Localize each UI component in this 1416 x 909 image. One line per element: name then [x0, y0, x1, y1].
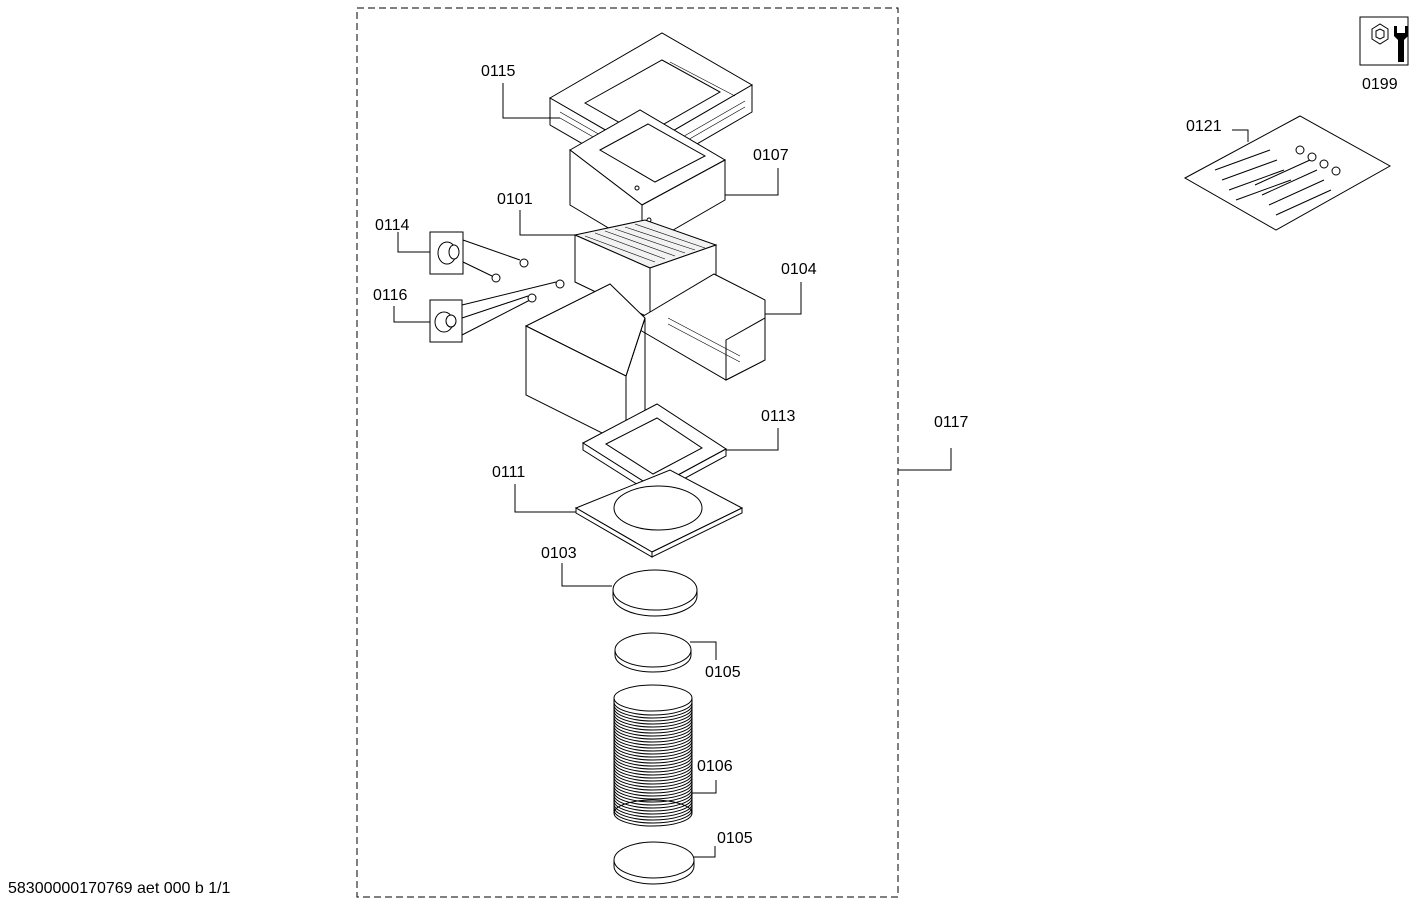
callout-0117[interactable]: 0117 — [934, 414, 969, 431]
callout-0121[interactable]: 0121 — [1186, 118, 1222, 135]
part-0114-connector[interactable] — [429, 231, 529, 283]
part-0111-base-plate[interactable] — [574, 469, 744, 558]
callout-0114[interactable]: 0114 — [375, 217, 410, 234]
part-0103-clamp-ring[interactable] — [612, 569, 698, 617]
part-0105-clip-ring-upper[interactable] — [614, 632, 692, 673]
leader-0115 — [502, 83, 560, 119]
duct-corrugation — [613, 734, 693, 749]
part-0101-filter-cartridge[interactable] — [573, 219, 718, 319]
callout-0116[interactable]: 0116 — [373, 287, 408, 304]
callout-0111[interactable]: 0111 — [492, 464, 525, 481]
duct-corrugation — [613, 701, 693, 716]
document-id: 58300000170769 aet 000 b 1/1 — [8, 880, 231, 897]
duct-corrugation — [613, 725, 693, 740]
duct-corrugation — [613, 779, 693, 794]
leader-0104 — [765, 282, 802, 315]
duct-corrugation — [613, 713, 693, 728]
duct-corrugation — [613, 803, 693, 818]
duct-corrugation — [613, 767, 693, 782]
duct-corrugation — [613, 710, 693, 725]
leader-0106 — [692, 780, 717, 794]
callout-0103[interactable]: 0103 — [541, 545, 577, 562]
duct-corrugation — [613, 749, 693, 764]
duct-corrugation — [613, 764, 693, 779]
part-0107-cover-upper[interactable] — [569, 109, 727, 249]
duct-corrugation — [613, 782, 693, 797]
duct-corrugation — [613, 776, 693, 791]
duct-corrugation — [613, 740, 693, 755]
duct-corrugation — [613, 791, 693, 806]
callout-0199[interactable]: 0199 — [1362, 76, 1398, 93]
duct-corrugation — [613, 737, 693, 752]
duct-corrugation — [613, 785, 693, 800]
duct-corrugation — [613, 704, 693, 719]
callout-0106[interactable]: 0106 — [697, 758, 733, 775]
callout-0101[interactable]: 0101 — [497, 191, 533, 208]
duct-corrugation — [613, 716, 693, 731]
duct-corrugation — [613, 707, 693, 722]
duct-corrugation — [613, 809, 693, 824]
leader-0105-upper — [690, 641, 717, 660]
duct-corrugation — [613, 731, 693, 746]
leader-0101 — [519, 210, 576, 236]
part-0121-fixing-kit[interactable] — [1183, 115, 1392, 231]
leader-0105-lower — [694, 846, 716, 858]
callout-0107[interactable]: 0107 — [753, 147, 789, 164]
duct-corrugation — [613, 719, 693, 734]
part-0106-flexible-duct[interactable] — [613, 684, 693, 827]
duct-corrugation — [613, 806, 693, 821]
duct-corrugation — [613, 794, 693, 809]
part-0116-connector[interactable] — [429, 279, 565, 343]
duct-corrugation — [613, 722, 693, 737]
leader-0107 — [725, 168, 779, 196]
leader-0116 — [393, 306, 430, 323]
duct-corrugation — [613, 797, 693, 812]
duct-corrugation — [613, 761, 693, 776]
duct-corrugation — [613, 746, 693, 761]
duct-corrugation — [613, 743, 693, 758]
leader-0113 — [726, 428, 779, 451]
duct-corrugation — [613, 752, 693, 767]
leader-0111 — [514, 484, 576, 513]
part-0105-clip-ring-lower[interactable] — [613, 841, 695, 885]
leader-0117 — [898, 448, 952, 471]
leader-0121 — [1232, 129, 1249, 142]
callout-0113[interactable]: 0113 — [761, 408, 796, 425]
duct-corrugation — [613, 755, 693, 770]
callout-0115[interactable]: 0115 — [481, 63, 516, 80]
assembly-group-boundary — [356, 7, 899, 898]
part-0113-mounting-frame[interactable] — [582, 403, 727, 496]
wrench-nut-icon[interactable] — [1359, 16, 1409, 66]
duct-corrugation — [613, 773, 693, 788]
duct-corrugation — [613, 770, 693, 785]
callout-0105-upper[interactable]: 0105 — [705, 664, 741, 681]
duct-corrugation — [613, 728, 693, 743]
leader-0103 — [561, 563, 612, 587]
callout-0105-lower[interactable]: 0105 — [717, 830, 753, 847]
duct-corrugation — [613, 788, 693, 803]
callout-0104[interactable]: 0104 — [781, 261, 817, 278]
leader-0114 — [397, 232, 430, 253]
duct-corrugation — [613, 800, 693, 815]
duct-corrugation — [613, 758, 693, 773]
